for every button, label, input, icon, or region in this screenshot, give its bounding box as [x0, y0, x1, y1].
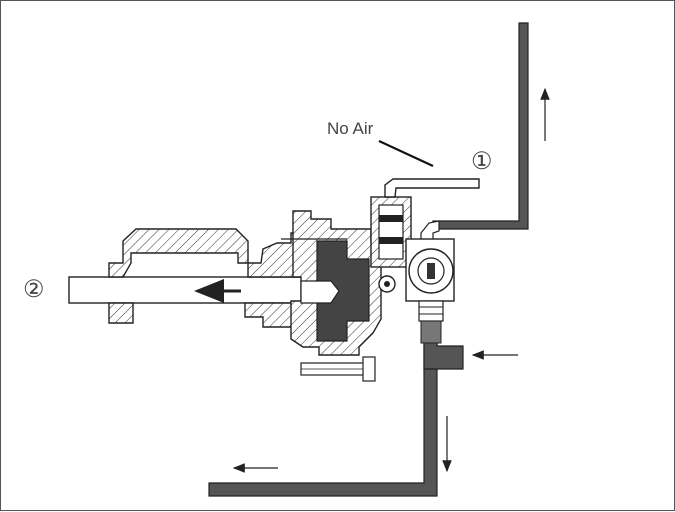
marker-2: ② — [23, 276, 45, 303]
valve-seal-1 — [379, 215, 403, 222]
no-air-leader — [378, 140, 434, 167]
bolt-head — [362, 356, 376, 382]
valve-spool — [378, 204, 404, 260]
regulator-stem — [418, 300, 444, 322]
inlet-pipe-stub — [423, 340, 464, 370]
outlet-pipe-upper — [432, 22, 529, 230]
diaphragm — [316, 240, 370, 342]
valve-seal-2 — [379, 237, 403, 244]
no-air-label: No Air — [327, 119, 374, 138]
shaft-nut — [300, 280, 340, 304]
air-tube — [384, 178, 480, 198]
marker-1: ① — [471, 148, 493, 175]
regulator-outlet — [420, 320, 442, 344]
